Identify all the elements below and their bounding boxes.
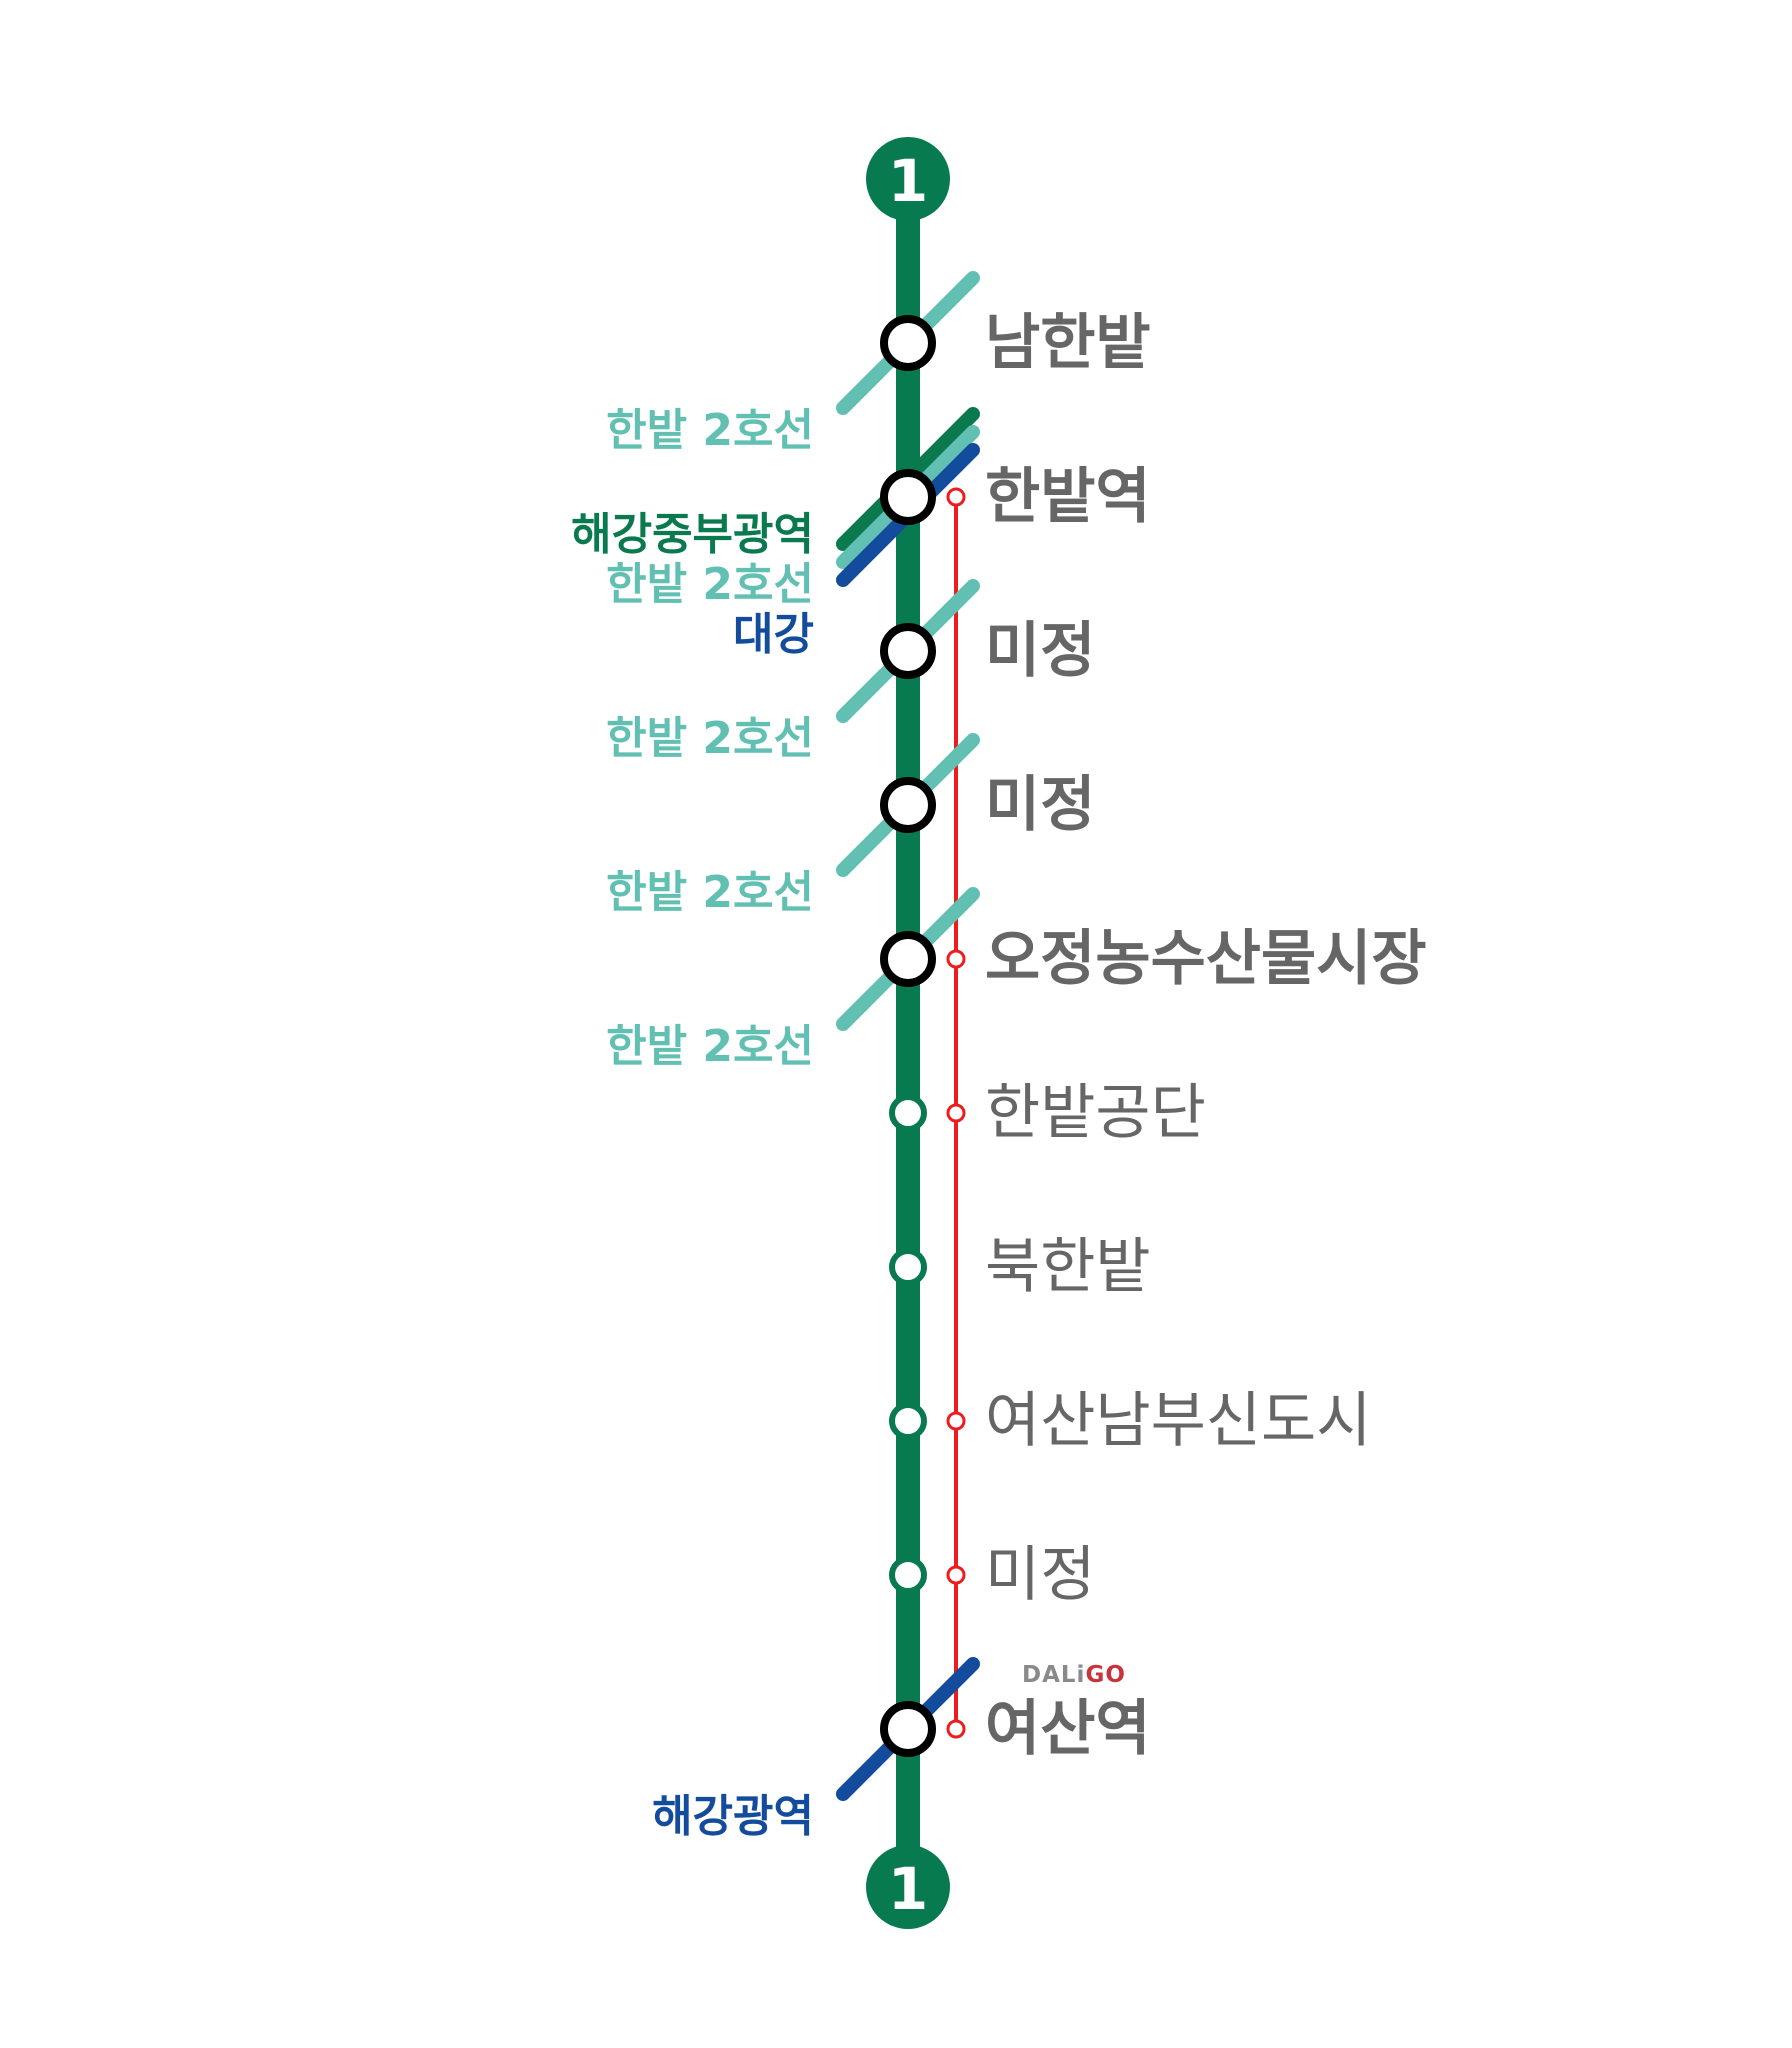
station-marker-major (880, 777, 936, 833)
station-name: 한밭역 (985, 462, 1151, 532)
logo-part-2: GO (1085, 1662, 1126, 1688)
logo-part-1: DALi (1022, 1662, 1086, 1688)
station-name: 남한밭 (985, 308, 1151, 378)
station-marker-major (880, 931, 936, 987)
transfer-label-daegang: 해강광역 (652, 1791, 814, 1842)
transfer-label-daegang: 대강 (733, 609, 814, 660)
branch-station-marker (946, 1103, 966, 1123)
line-badge-bottom-number: 1 (888, 1855, 928, 1923)
branch-station-marker (946, 1411, 966, 1431)
station-name: 한밭공단 (985, 1078, 1206, 1148)
daligo-logo: DALiGO (1022, 1664, 1126, 1687)
station-name: 북한밭 (985, 1232, 1151, 1302)
transfer-label-hanbat2: 한밭 2호선 (606, 867, 814, 918)
station-name: 여산남부신도시 (985, 1386, 1372, 1456)
branch-station-marker (946, 1565, 966, 1585)
station-marker-major (880, 1701, 936, 1757)
line-badge-bottom (866, 1845, 950, 1929)
station-name: 오정농수산물시장 (985, 924, 1427, 994)
station-marker (889, 1094, 927, 1132)
station-name: 미정 (985, 616, 1096, 686)
transfer-label-hanbat2: 한밭 2호선 (606, 1021, 814, 1072)
station-marker-major (880, 469, 936, 525)
station-marker-major (880, 315, 936, 371)
station-marker (889, 1248, 927, 1286)
line-badge-top-number: 1 (888, 147, 928, 215)
transfer-label-haegang_central: 해강중부광역 (571, 509, 814, 560)
branch-station-marker (946, 487, 966, 507)
transfer-label-hanbat2: 한밭 2호선 (606, 559, 814, 610)
branch-station-marker (946, 949, 966, 969)
transfer-label-hanbat2: 한밭 2호선 (606, 405, 814, 456)
station-name: 미정 (985, 1540, 1096, 1610)
line-badge-top (866, 137, 950, 221)
transfer-label-hanbat2: 한밭 2호선 (606, 713, 814, 764)
station-marker-major (880, 623, 936, 679)
station-marker (889, 1402, 927, 1440)
station-marker (889, 1556, 927, 1594)
station-name: 미정 (985, 770, 1096, 840)
station-name: 여산역 (985, 1694, 1151, 1764)
branch-station-marker (946, 1719, 966, 1739)
